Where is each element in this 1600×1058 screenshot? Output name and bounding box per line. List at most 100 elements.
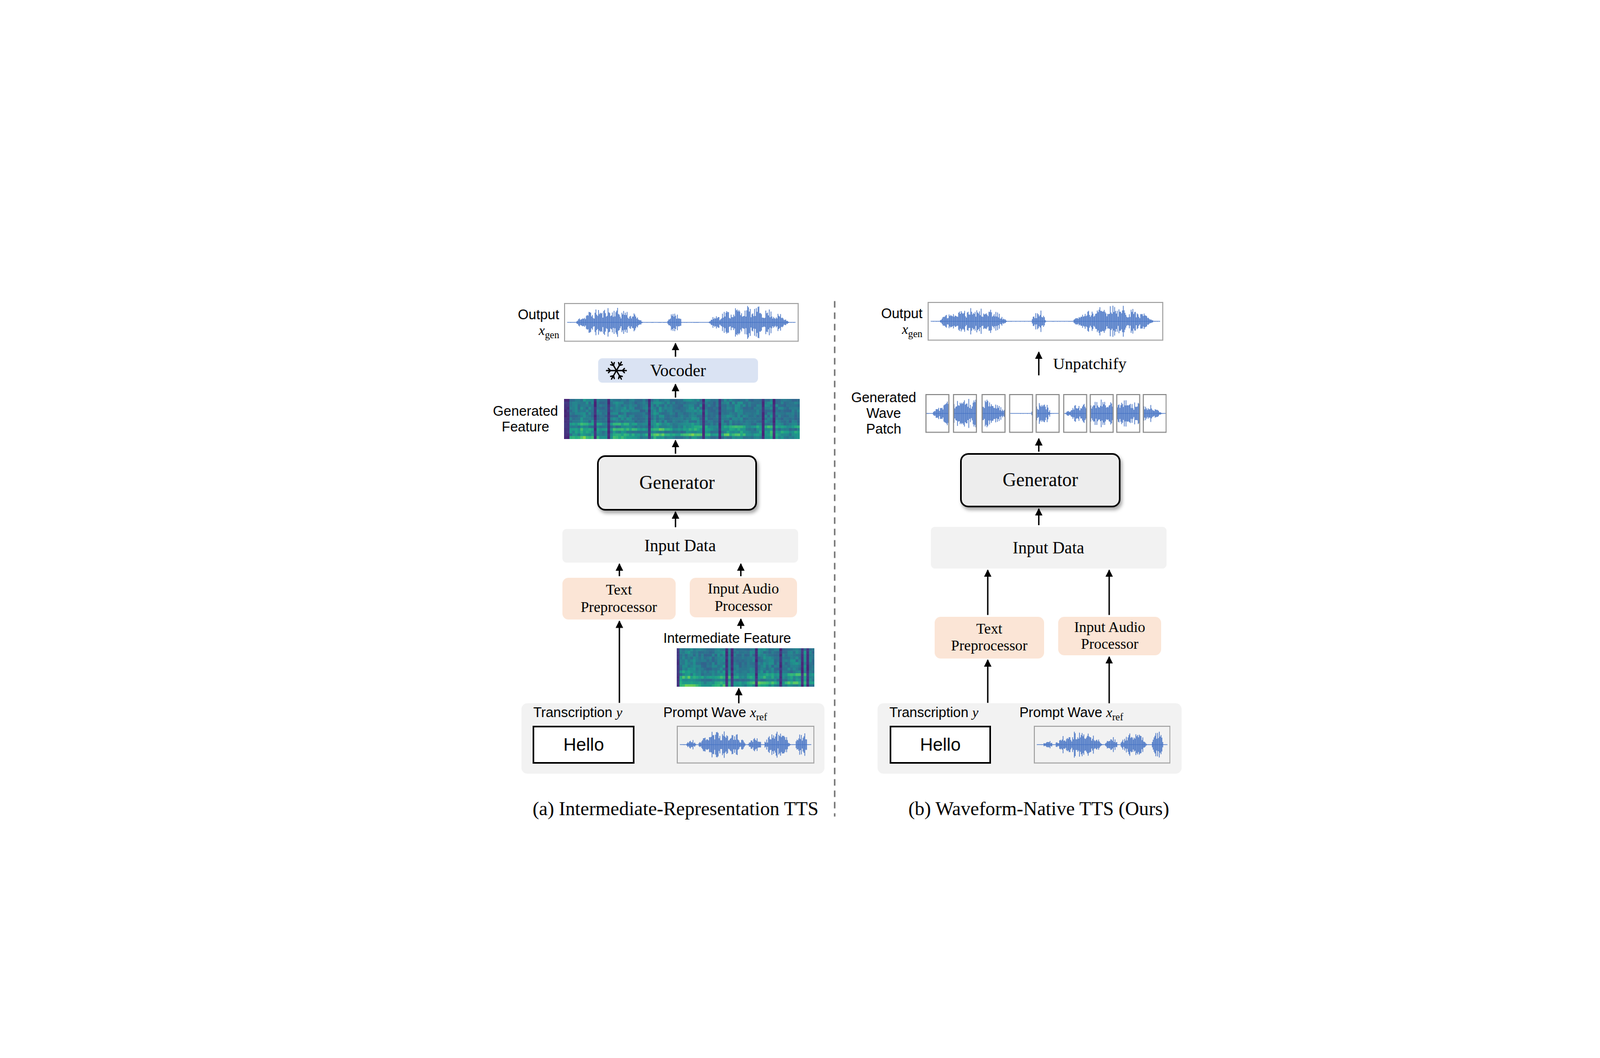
spectrogram-cell (610, 430, 614, 434)
spectrogram-cell (610, 412, 614, 416)
spectrogram-cell (767, 401, 771, 405)
spectrogram-cell (773, 683, 777, 687)
spectrogram-cell (750, 401, 755, 405)
spectrogram-cell (574, 417, 579, 421)
spectrogram-cell (585, 428, 589, 431)
spectrogram-cell (716, 678, 721, 682)
spectrogram-cell (797, 406, 800, 410)
spectrogram-cell (721, 433, 725, 437)
spectrogram-cell (574, 404, 579, 407)
spectrogram-cell (688, 401, 692, 405)
spectrogram-cell (697, 661, 702, 665)
spectrogram-cell (664, 406, 668, 410)
spectrogram-cell (771, 661, 775, 665)
spectrogram-cell (771, 667, 775, 671)
spectrogram-cell (740, 420, 744, 424)
spectrogram-cell (743, 664, 748, 669)
spectrogram-cell (775, 436, 779, 439)
spectrogram-cell (588, 417, 592, 421)
spectrogram-cell (746, 675, 750, 679)
spectrogram-cell (797, 433, 800, 437)
spectrogram-cell (612, 409, 617, 413)
spectrogram-cell (610, 425, 614, 429)
spectrogram-cell (695, 653, 699, 657)
spectrogram-cell (734, 404, 738, 407)
spectrogram-cell (692, 661, 697, 665)
spectrogram-cell (776, 658, 780, 663)
spectrogram-cell (669, 433, 673, 437)
spectrogram-cell (705, 675, 710, 679)
spectrogram-cell (599, 412, 603, 416)
spectrogram-cell (718, 409, 722, 413)
spectrogram-cell (752, 656, 756, 660)
spectrogram-cell (620, 409, 625, 413)
spectrogram-cell (750, 433, 755, 437)
spectrogram-cell (754, 683, 759, 687)
spectrogram-cell (615, 422, 619, 426)
spectrogram-cell (593, 398, 598, 402)
spectrogram-cell (750, 417, 755, 421)
spectrogram-cell (716, 656, 721, 660)
spectrogram-cell (620, 430, 625, 434)
spectrogram-cell (699, 417, 703, 421)
spectrogram-cell (702, 433, 706, 437)
spectrogram-cell (772, 404, 776, 407)
spectrogram-cell (756, 433, 760, 437)
spectrogram-cell (656, 422, 660, 426)
spectrogram-cell (749, 670, 753, 674)
spectrogram-cell (715, 422, 719, 426)
spectrogram-cell (716, 648, 721, 652)
spectrogram-cell (591, 412, 595, 416)
spectrogram-cell (601, 436, 606, 439)
spectrogram-cell (626, 406, 630, 410)
spectrogram-cell (775, 412, 779, 416)
spectrogram-cell (795, 650, 799, 654)
spectrogram-cell (795, 664, 799, 669)
spectrogram-cell (572, 406, 576, 410)
spectrogram-cell (734, 415, 738, 418)
spectrogram-cell (780, 415, 785, 418)
spectrogram-cell (735, 650, 740, 654)
spectrogram-cell (702, 417, 706, 421)
spectrogram-cell (745, 415, 749, 418)
spectrogram-cell (748, 420, 752, 424)
spectrogram-cell (753, 406, 757, 410)
spectrogram-cell (680, 409, 684, 413)
spectrogram-cell (676, 664, 680, 669)
spectrogram-cell (749, 664, 753, 669)
spectrogram-cell (593, 401, 598, 405)
spectrogram-cell (634, 398, 638, 402)
spectrogram-cell (707, 417, 711, 421)
spectrogram-cell (708, 672, 712, 677)
spectrogram-cell (669, 420, 673, 424)
spectrogram-cell (719, 667, 723, 671)
spectrogram-cell (683, 430, 687, 434)
spectrogram-cell (669, 415, 673, 418)
spectrogram-cell (779, 650, 783, 654)
spectrogram-cell (718, 422, 722, 426)
spectrogram-cell (566, 417, 570, 421)
spectrogram-cell (694, 430, 698, 434)
spectrogram-cell (634, 415, 638, 418)
spectrogram-cell (612, 436, 617, 439)
spectrogram-cell (642, 428, 646, 431)
spectrogram-cell (729, 409, 733, 413)
spectrogram-cell (757, 650, 761, 654)
spectrogram-cell (784, 672, 788, 677)
node-label: Vocoder (650, 360, 706, 381)
spectrogram-cell (566, 430, 570, 434)
spectrogram-cell (775, 406, 779, 410)
spectrogram-cell (718, 401, 722, 405)
spectrogram-cell (716, 667, 721, 671)
spectrogram-cell (707, 425, 711, 429)
spectrogram-cell (771, 664, 775, 669)
spectrogram-cell (700, 658, 704, 663)
spectrogram-cell (765, 678, 769, 682)
spectrogram-cell (661, 404, 665, 407)
spectrogram-cell (791, 412, 795, 416)
spectrogram-cell (683, 404, 687, 407)
spectrogram-cell (723, 422, 728, 426)
spectrogram-cell (596, 406, 600, 410)
spectrogram-cell (688, 436, 692, 439)
spectrogram-cell (737, 417, 741, 421)
